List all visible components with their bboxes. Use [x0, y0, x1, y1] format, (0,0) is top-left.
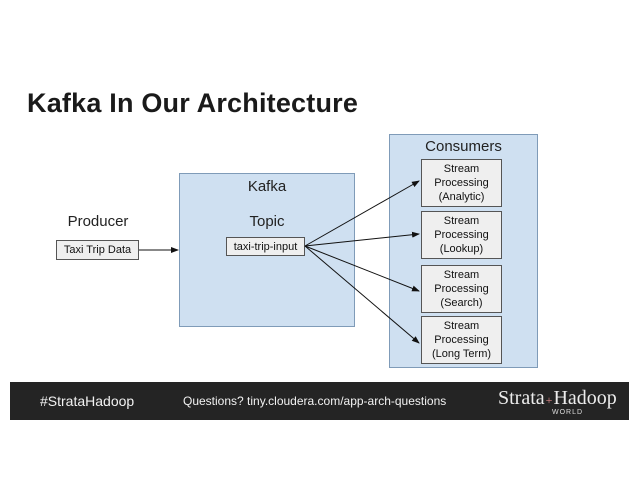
brand-right: Hadoop	[553, 387, 617, 409]
consumer-line: Processing	[434, 229, 489, 241]
producer-label: Producer	[67, 213, 129, 230]
footer-questions: Questions? tiny.cloudera.com/app-arch-qu…	[183, 394, 447, 408]
consumer-line: (Long Term)	[431, 348, 492, 360]
brand-world: WORLD	[552, 409, 584, 416]
consumer-line: Stream	[443, 269, 480, 281]
topic-box: taxi-trip-input	[226, 237, 305, 256]
consumer-line: (Analytic)	[438, 191, 485, 203]
producer-box: Taxi Trip Data	[56, 240, 139, 260]
brand-left: Strata	[498, 387, 545, 409]
consumer-line: Stream	[443, 320, 480, 332]
consumer-line: Stream	[443, 215, 480, 227]
consumer-line: Stream	[443, 163, 480, 175]
kafka-label: Kafka	[247, 178, 287, 195]
footer-hashtag: #StrataHadoop	[40, 393, 135, 409]
topic-label: Topic	[249, 213, 285, 230]
consumer-lookup-box: Stream Processing (Lookup)	[421, 211, 502, 259]
consumer-line: Processing	[434, 334, 489, 346]
brand-amp: +	[545, 393, 553, 407]
consumers-label: Consumers	[425, 138, 502, 155]
consumer-line: Processing	[434, 283, 489, 295]
footer-bar: #StrataHadoop Questions? tiny.cloudera.c…	[10, 382, 629, 420]
consumer-search-box: Stream Processing (Search)	[421, 265, 502, 313]
consumer-line: (Search)	[440, 297, 483, 309]
consumer-analytic-box: Stream Processing (Analytic)	[421, 159, 502, 207]
slide-title: Kafka In Our Architecture	[27, 88, 359, 118]
consumer-longterm-box: Stream Processing (Long Term)	[421, 316, 502, 364]
brand-logo: Strata+Hadoop	[498, 387, 617, 410]
consumer-line: Processing	[434, 177, 489, 189]
consumer-line: (Lookup)	[439, 243, 484, 255]
